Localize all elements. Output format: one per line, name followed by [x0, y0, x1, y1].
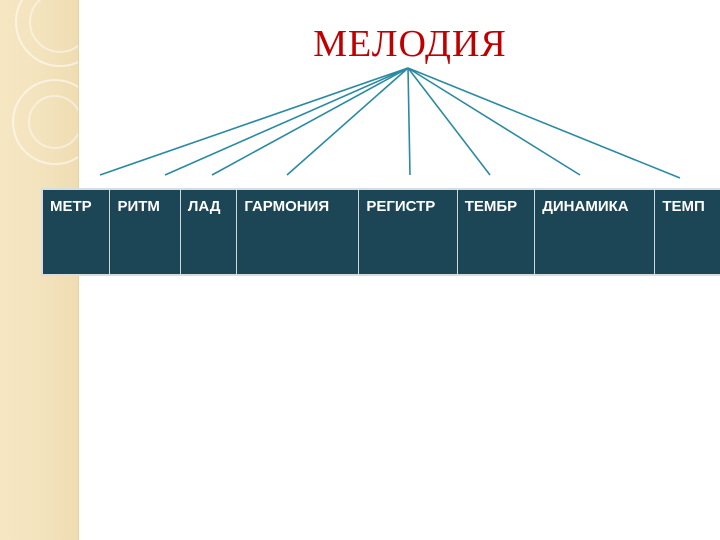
parameter-cell-metr: МЕТР — [43, 190, 111, 274]
parameters-row: МЕТР РИТМ ЛАД ГАРМОНИЯ РЕГИСТР ТЕМБР ДИН… — [43, 190, 720, 274]
parameter-cell-garmoniya: ГАРМОНИЯ — [236, 190, 360, 274]
connector-line-tembr — [407, 67, 491, 176]
parameter-cell-tembr: ТЕМБР — [457, 190, 536, 274]
connector-line-lad — [211, 67, 409, 176]
connector-line-temp — [407, 67, 681, 179]
connector-line-registr — [407, 67, 411, 176]
parameter-cell-temp: ТЕМП — [662, 198, 705, 215]
parameter-cell-lad: ЛАД — [180, 190, 238, 274]
parameter-cell-ritm: РИТМ — [109, 190, 181, 274]
parameters-table: МЕТР РИТМ ЛАД ГАРМОНИЯ РЕГИСТР ТЕМБР ДИН… — [43, 190, 720, 274]
connector-line-metr — [99, 67, 409, 176]
connector-line-dinamika — [407, 67, 581, 176]
connector-line-garmoniya — [286, 67, 409, 176]
parameter-cell-dinamika: ДИНАМИКА — [534, 190, 656, 274]
decorative-circles — [12, 0, 78, 165]
connector-line-ritm — [164, 67, 409, 176]
diagram-title: МЕЛОДИЯ — [313, 23, 507, 65]
parameter-cell-registr: РЕГИСТР — [358, 190, 458, 274]
